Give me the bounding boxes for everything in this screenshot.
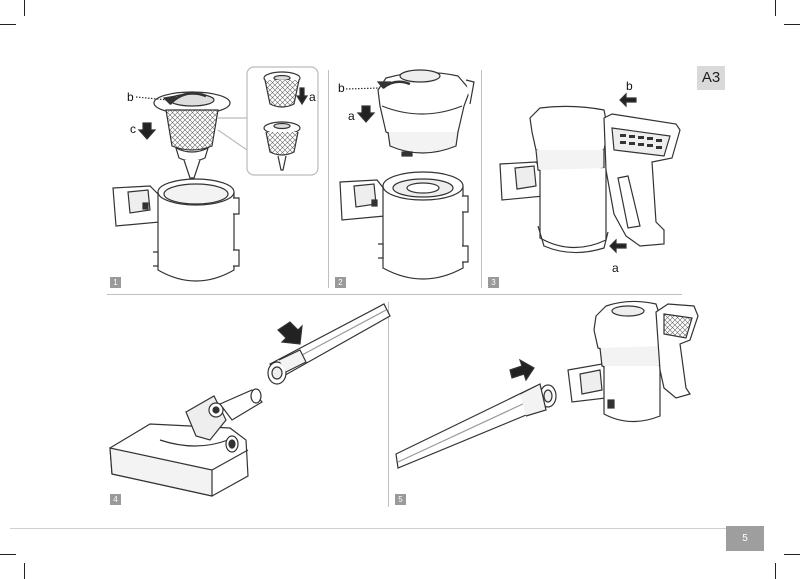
arrow-down-left-icon [277,321,303,345]
panel-number-badge: 2 [335,277,346,288]
crop-mark [24,0,25,16]
extension-tube [267,303,391,385]
crop-mark [24,563,25,579]
vacuum-body [499,105,681,254]
callout-b: b [338,81,345,95]
panel-number-badge: 1 [110,277,121,288]
inset-filter-top [263,71,301,108]
panel-divider [388,302,389,507]
crop-mark [0,554,16,555]
led-display [620,134,662,149]
callout-a: a [612,261,619,275]
callout-b: b [127,90,134,104]
cyclone-lid [376,69,475,157]
dust-cup [112,178,240,282]
inset-filter-bottom [263,121,301,171]
arrow-left-icon [609,238,627,254]
arrow-right-icon [509,358,535,382]
crop-mark [775,0,776,16]
row-divider [107,294,682,295]
callout-a: a [309,90,316,104]
arrow-down-icon [137,122,157,140]
panel-5-illustration [395,300,699,469]
arrow-down-icon [295,87,309,106]
dust-cup [339,171,469,280]
panel-divider [328,70,329,288]
panel-4-illustration [109,303,391,497]
panel-number-badge: 3 [488,277,499,288]
panel-divider [481,70,482,288]
panel-number-badge: 4 [110,494,121,505]
panel-2-illustration [339,69,475,280]
vacuum-handheld [567,300,699,423]
page-number: 5 [726,526,764,551]
section-label: A3 [697,66,725,90]
callout-b: b [626,79,633,93]
crop-mark [775,563,776,579]
callout-c: c [130,122,136,136]
filter-assembly [153,91,231,179]
extension-tube [395,383,557,469]
crop-mark [784,24,800,25]
arrow-left-icon [619,92,637,108]
crop-mark [784,554,800,555]
floor-brush [109,388,263,497]
crop-mark [0,24,16,25]
callout-a: a [348,109,355,123]
panel-1-illustration [112,66,319,282]
footer-line [10,528,726,529]
panel-number-badge: 5 [395,494,406,505]
panel-3-illustration [499,92,681,254]
arrow-down-icon [356,105,376,123]
